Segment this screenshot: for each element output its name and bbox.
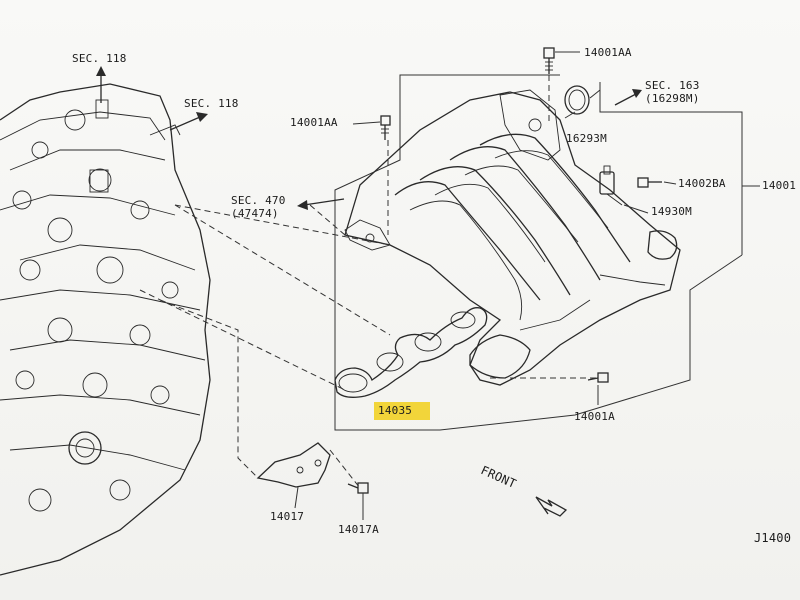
bolt-14002BA-illustration [637,177,662,188]
bracket-14017-illustration [256,442,331,488]
bolt-14017A-illustration [347,482,369,494]
label-sec118-a: SEC. 118 [72,52,127,65]
direction-arrows [96,66,642,210]
front-direction-arrow [535,496,568,517]
manifold-assembly-frame [334,74,760,431]
label-14001AA-left: 14001AA [290,116,338,129]
bolt-14001AA-top-illustration [543,47,555,74]
label-sec118-b: SEC. 118 [184,97,239,110]
label-sec470-ref: (47474) [231,207,279,220]
label-14001: 14001 [762,179,797,192]
gasket-14035-illustration [334,307,488,398]
engine-block-illustration [0,83,211,576]
label-14035-highlighted: 14035 [374,402,431,420]
label-14017A: 14017A [338,523,379,536]
label-14001A: 14001A [574,410,615,423]
label-sec163-ref: (16298M) [645,92,700,105]
label-sec470: SEC. 470 [231,194,286,207]
sensor-14930M-illustration [599,165,623,206]
leader-lines [139,51,677,520]
label-14001AA-top: 14001AA [584,46,632,59]
label-diagram-id: J1400 [754,531,792,545]
label-16293M: 16293M [566,132,607,145]
intake-manifold-illustration [344,89,681,386]
bolt-14001AA-left-illustration [380,115,391,140]
label-14002BA: 14002BA [678,177,726,190]
oring-16293M-illustration [564,85,590,115]
label-sec163: SEC. 163 [645,79,700,92]
label-14930M: 14930M [651,205,692,218]
bolt-14001A-illustration [587,372,609,383]
label-14017: 14017 [270,510,305,523]
